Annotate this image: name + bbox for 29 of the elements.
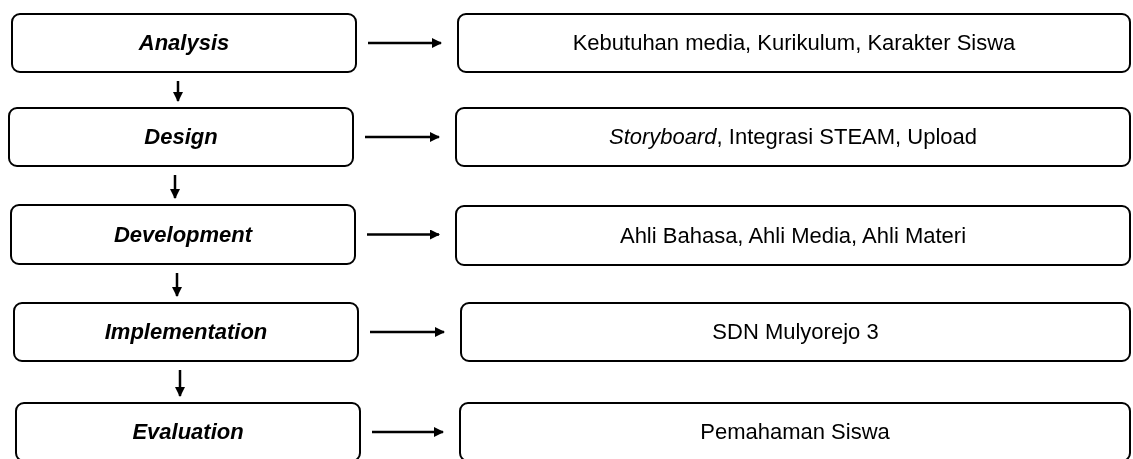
result-box [455, 205, 1131, 266]
arrow [170, 175, 180, 199]
phase-label: Implementation [104, 319, 268, 345]
result-text: Storyboard, Integrasi STEAM, Upload [608, 124, 978, 150]
result-text: Pemahaman Siswa [700, 419, 890, 445]
arrow [368, 38, 442, 48]
phase-label: Design [144, 124, 218, 150]
result-text: Kebutuhan media, Kurikulum, Karakter Siswa [572, 30, 1016, 56]
phase-box [8, 107, 354, 167]
arrow [365, 132, 440, 142]
phase-box [11, 13, 357, 73]
phase-box [15, 402, 361, 459]
phase-label: Analysis [138, 30, 230, 56]
result-text: SDN Mulyorejo 3 [712, 319, 879, 345]
arrow [172, 273, 182, 297]
arrow [372, 427, 444, 437]
phase-label: Evaluation [132, 419, 244, 445]
arrow [367, 229, 440, 240]
result-text: Ahli Bahasa, Ahli Media, Ahli Materi [619, 222, 967, 249]
arrow [370, 327, 445, 337]
result-box [460, 302, 1131, 362]
arrow [175, 370, 185, 397]
result-box [457, 13, 1131, 73]
phase-box [13, 302, 359, 362]
phase-box [10, 204, 356, 265]
result-box [459, 402, 1131, 459]
result-box [455, 107, 1131, 167]
phase-label: Development [113, 221, 253, 248]
arrow [173, 81, 183, 102]
